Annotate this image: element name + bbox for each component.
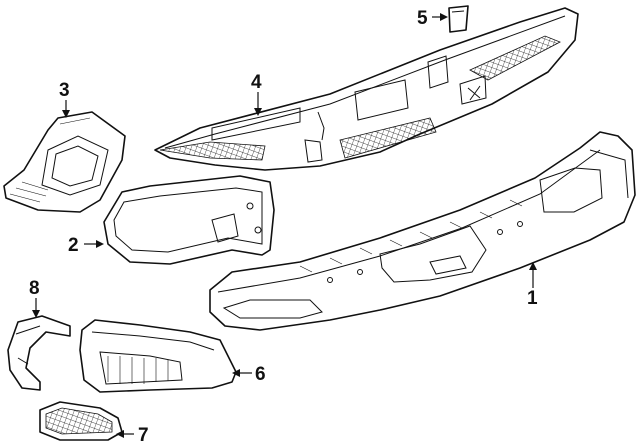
part-7-cover[interactable] (39, 401, 123, 441)
part-3-bracket[interactable] (3, 111, 126, 213)
callout-8: 8 (29, 278, 40, 299)
callout-7: 7 (138, 425, 149, 446)
part-4-rear-step-bumper[interactable] (154, 7, 579, 171)
callout-3: 3 (59, 80, 70, 101)
part-5-pad[interactable] (448, 5, 469, 33)
part-2-frame[interactable] (103, 175, 275, 265)
part-1-main-bumper[interactable] (209, 131, 636, 331)
leader-lines (32, 13, 537, 438)
callout-2: 2 (68, 235, 79, 256)
part-6-absorber[interactable] (79, 319, 237, 393)
callout-1: 1 (527, 288, 538, 309)
callout-5: 5 (417, 8, 428, 29)
callout-4: 4 (251, 72, 262, 93)
part-8-bracket[interactable] (7, 315, 71, 391)
callout-6: 6 (255, 364, 266, 385)
